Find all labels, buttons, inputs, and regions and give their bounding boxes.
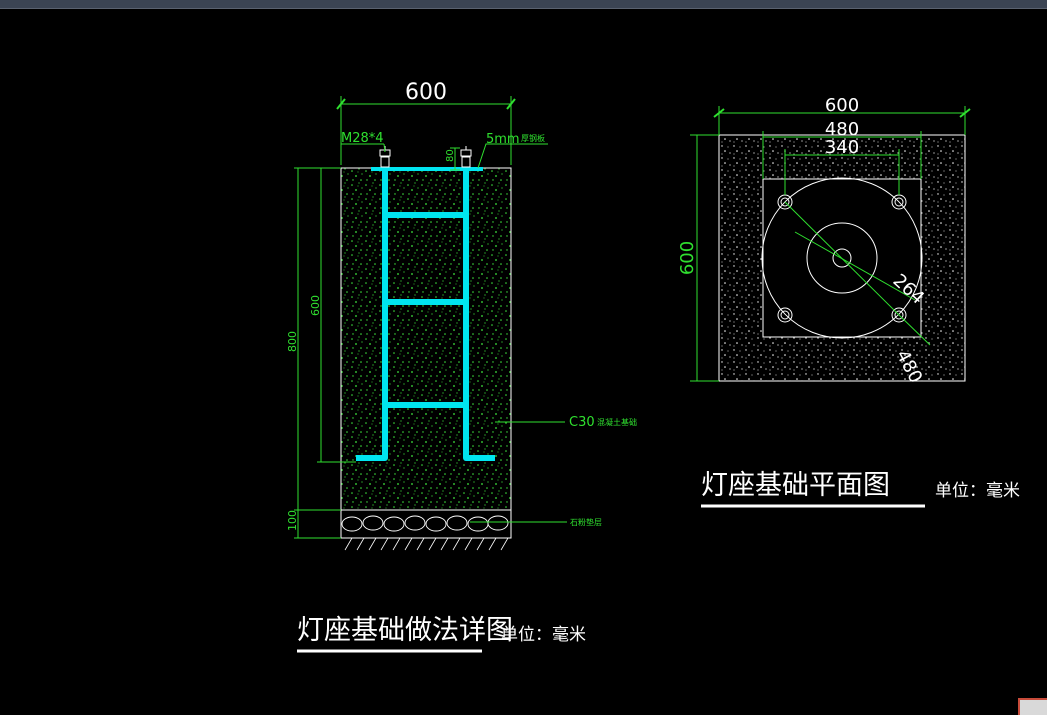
dim-top-value: 600 [405,80,447,105]
plan-outer-circle [761,177,923,339]
plan-unit: 单位：毫米 [935,481,1020,501]
window-title-bar [0,0,1047,9]
dimension-top [336,96,516,165]
gravel-note: 石粉垫层 [570,517,602,527]
plan-dim-mid-value: 480 [825,119,859,140]
plate-note: 厚钢板 [521,133,545,143]
plan-center-hole [832,248,852,268]
concrete-label: C30 [569,415,595,430]
bolt-label: M28*4 [341,131,384,146]
steel-plate [371,167,483,171]
detail-section: 600 M28*4 80 5mm 厚钢板 800 600 100 [286,80,637,653]
plan-radius-line [794,231,916,301]
dim-inner-height-value: 600 [309,295,322,316]
plan-dim-inner-value: 340 [825,137,859,158]
plan-bolt-holes [777,194,907,323]
plan-dim-side-value: 600 [677,241,698,275]
gravel-stones [341,515,509,532]
dim-base-value: 100 [286,510,299,531]
plan-side-dimension [690,134,719,382]
dim-total-height-value: 800 [286,331,299,352]
concrete-block [340,167,512,511]
plan-view: 600 480 340 600 264 480 灯座基础平面图 单位：毫米 [677,95,1020,508]
plan-mid-circle [806,222,878,294]
bolt-height-value: 80 [445,149,456,162]
corner-widget [1018,698,1047,715]
concrete-note: 混凝土基础 [597,417,637,427]
anchor-bolts [379,146,472,168]
ground-hatch [341,537,511,551]
plate-label: 5mm [486,132,520,147]
detail-unit: 单位：毫米 [501,625,586,645]
plan-dim-outer-value: 600 [825,95,859,116]
rebar-cage [356,171,495,461]
detail-title: 灯座基础做法详图 [297,615,513,646]
plan-title: 灯座基础平面图 [701,470,890,501]
dimension-left [294,167,356,539]
plan-top-dimensions [713,106,971,195]
